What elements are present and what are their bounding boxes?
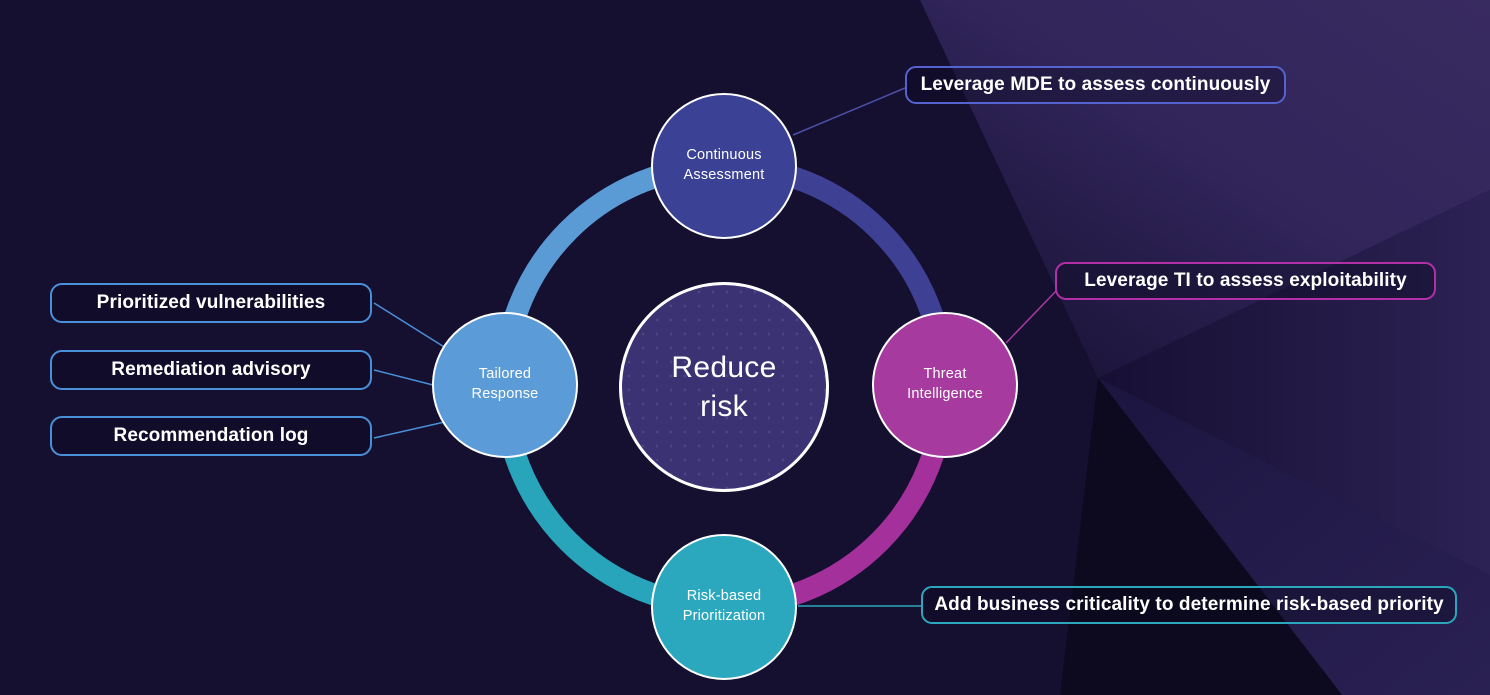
callout-label: Recommendation log (113, 425, 309, 446)
center-circle-reduce-risk: Reduce risk (619, 282, 829, 492)
connector-continuous-assessment (792, 87, 906, 136)
center-circle-label: Reduce risk (671, 351, 777, 423)
callout-business-criticality: Add business criticality to determine ri… (921, 586, 1457, 624)
facet-lower-right (1098, 378, 1490, 695)
callout-label: Leverage MDE to assess continuously (920, 74, 1271, 95)
callout-label: Prioritized vulnerabilities (96, 292, 326, 313)
callout-label: Leverage TI to assess exploitability (1084, 270, 1407, 291)
facet-dark-wedge (1060, 378, 1342, 695)
node-label: Risk-based Prioritization (682, 588, 766, 624)
facet-upper-right (920, 0, 1490, 378)
connector-prioritized-vulnerabilities (373, 302, 450, 351)
node-continuous-assessment: Continuous Assessment (651, 93, 797, 239)
callout-label: Remediation advisory (111, 359, 311, 380)
node-risk-based-prioritization: Risk-based Prioritization (651, 534, 797, 680)
callout-recommendation-log: Recommendation log (50, 416, 372, 456)
node-label: Continuous Assessment (683, 147, 765, 183)
node-threat-intelligence: Threat Intelligence (872, 312, 1018, 458)
node-label: Tailored Response (471, 366, 539, 402)
callout-remediation-advisory: Remediation advisory (50, 350, 372, 390)
node-label: Threat Intelligence (907, 366, 983, 402)
connector-recommendation-log (373, 420, 450, 439)
callout-leverage-ti: Leverage TI to assess exploitability (1055, 262, 1436, 300)
connector-threat-intelligence (1005, 289, 1058, 344)
node-tailored-response: Tailored Response (432, 312, 578, 458)
facet-middle-right (1098, 190, 1490, 575)
callout-prioritized-vulnerabilities: Prioritized vulnerabilities (50, 283, 372, 323)
callout-leverage-mde: Leverage MDE to assess continuously (905, 66, 1286, 104)
callout-label: Add business criticality to determine ri… (934, 594, 1444, 615)
connector-remediation-advisory (373, 369, 434, 386)
